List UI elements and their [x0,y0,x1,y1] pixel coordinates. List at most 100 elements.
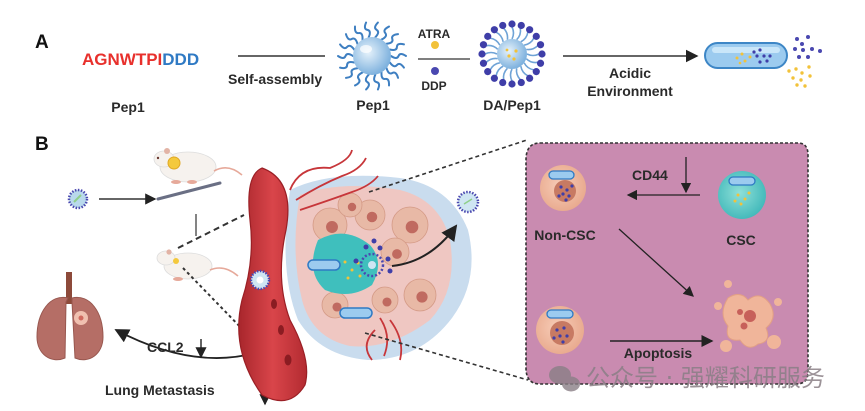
micelle-tail [380,25,390,41]
micelle-tail [526,53,540,57]
non-csc-label: Non-CSC [534,227,595,243]
tumor-vasculature [289,149,403,361]
micelle-tail [511,26,515,40]
ddp-bead [536,41,545,49]
micelle-tail [385,33,400,45]
watermark: 公众号 · 强耀科研服务 [549,364,825,392]
apoptosis-label: Apoptosis [624,345,693,361]
lung-icon [36,272,104,361]
micelle-tail [374,21,380,39]
ddp-bead [479,41,488,49]
released-ddp-icon [793,35,822,59]
ddp-bead [532,68,540,76]
micelle-tail [339,61,356,70]
ddp-bead [538,50,546,58]
tumor-cell [354,199,386,231]
nanoparticle-icon [67,188,89,210]
release-arrow [391,224,458,267]
ddp-bead [490,26,498,34]
mouse-with-tumor-icon [153,148,243,184]
micelle-tail [509,68,513,82]
ddp-bead [508,20,516,28]
ddp-bead [490,74,498,82]
blood-vessel-icon [238,167,308,402]
micelle-tail [484,51,498,55]
cd44-label: CD44 [632,167,668,183]
panel-b-label: B [35,134,49,155]
micelle-tail [337,53,354,59]
micelle-tail [495,31,504,43]
pep1-micelle-icon [337,21,407,91]
ddp-label: DDP [421,79,446,93]
ddp-bead [484,68,492,76]
zoom-line-box-lower [364,332,529,381]
ddp-bead [526,74,534,82]
non-csc-cell-icon [540,165,586,211]
atra-dot-icon [431,41,439,49]
sequence-red-part: AGNWTPI [82,50,162,69]
micelle-tail [495,65,504,77]
wechat-icon [549,366,580,392]
micelle-tail [486,44,499,50]
micelle-tail [520,31,529,43]
released-nanoparticle-icon [456,190,480,214]
micelle-tail [354,71,364,87]
ddp-bead [484,32,492,40]
ddp-bead [532,32,540,40]
treated-mouse-icon [156,249,239,281]
micelle-tail [344,33,359,45]
micelle-tail [503,27,509,40]
red-blood-cells [271,299,292,366]
tumor-cell [403,278,437,312]
loaded-caption: DA/Pep1 [483,97,541,113]
micelle-tail [526,45,539,51]
watermark-text: 公众号 · 强耀科研服务 [586,364,825,392]
micelle-tail [516,28,522,41]
micelle-tail [388,42,405,51]
micelle-tail [339,43,356,51]
ddp-bead [536,59,545,67]
micelle-tail [502,67,508,80]
micelle-tail [390,53,407,59]
ddp-bead [526,26,534,34]
micelle-tail [364,73,370,91]
self-assembly-label: Self-assembly [228,71,322,87]
micelle-tail [523,62,535,71]
micelle-tail [489,37,501,46]
nanorod-icon [704,42,788,69]
ddp-bead [517,78,525,87]
zoom-line-upper [177,214,245,249]
micelle-tail [515,68,521,81]
acidic-label-line2: Environment [587,83,673,99]
peptide-sequence: AGNWTPIDDD [82,50,199,69]
atra-label: ATRA [418,27,451,41]
micelle-tail [385,67,400,79]
micelle-tail [344,67,359,79]
tumor-cell [380,237,410,267]
syringe-icon [156,181,222,201]
csc-label: CSC [726,232,756,248]
micelle-tail [388,61,405,69]
ddp-bead [478,50,486,58]
ddp-bead [517,21,525,30]
micelle-tail [489,62,501,71]
nanoparticle-in-vessel-icon [249,269,271,291]
ddp-bead [499,21,507,30]
sequence-caption: Pep1 [111,99,145,115]
ccl2-label: CCL2 [147,339,184,355]
csc-cell-icon [718,171,766,219]
micelle-tail [520,65,529,77]
tumor-cell [371,286,399,314]
noncsc-to-apoptosis-arrow [618,228,694,297]
zoom-line-box-upper [368,139,528,193]
ddp-bead [508,80,516,88]
lung-metastasis-label: Lung Metastasis [105,382,215,398]
da-pep1-micelle-icon [478,20,546,88]
nanoparticle-in-tumor-icon [353,238,393,278]
micelle-tail [373,73,381,91]
tumor-cell [391,206,429,244]
micelle-tail [380,71,391,87]
acidic-label-line1: Acidic [609,65,651,81]
micelle-tail [485,57,498,63]
